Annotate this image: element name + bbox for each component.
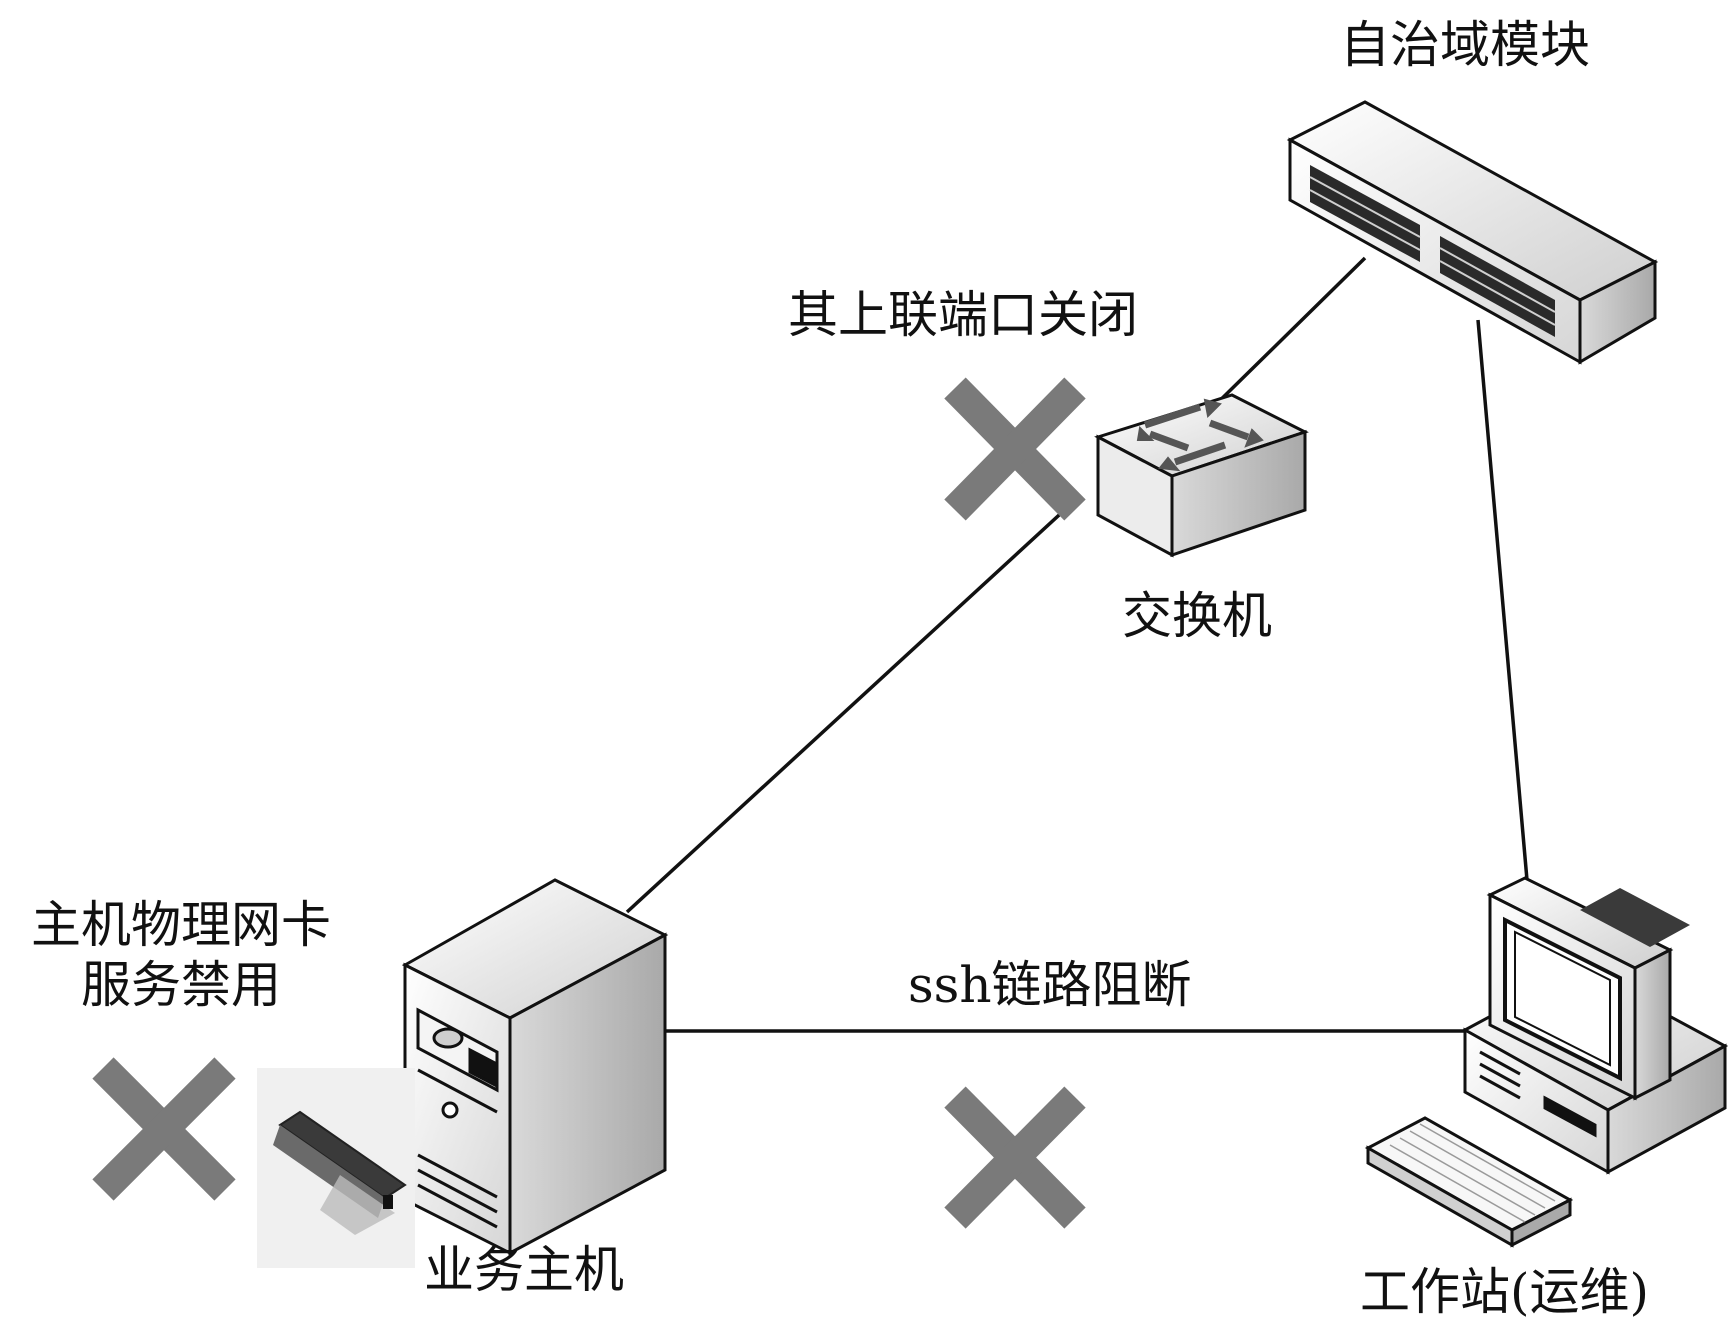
blocked-x-ssh: [944, 1086, 1086, 1229]
nic-disabled-line1: 主机物理网卡: [31, 896, 331, 954]
server-front-detail: [416, 1007, 499, 1229]
blocked-x-nic: [92, 1057, 236, 1201]
uplink-closed-annotation: 其上联端口关闭: [788, 286, 1138, 344]
autonomous-module-label: 自治域模块: [1340, 16, 1590, 74]
business-host-label: 业务主机: [424, 1241, 624, 1299]
link-switch-to-module: [1198, 256, 1367, 422]
patch-panel-icon: [1286, 100, 1659, 365]
ssh-blocked-annotation: ssh链路阻断: [908, 956, 1192, 1014]
server-tower-icon: [401, 878, 669, 1256]
workstation-icon: [1364, 876, 1729, 1248]
link-host-to-switch: [625, 503, 1072, 914]
blocked-x-uplink: [944, 377, 1086, 521]
nic-disabled-annotation: 主机物理网卡 服务禁用: [0, 895, 362, 1015]
workstation-label: 工作站(运维): [1360, 1263, 1650, 1321]
blocked-x-icon: [92, 377, 1086, 1229]
patch-panel-ports: [1310, 165, 1555, 337]
switch-icon: [1094, 393, 1309, 558]
switch-label: 交换机: [1122, 587, 1272, 645]
link-module-to-workstation: [1476, 319, 1529, 881]
nic-disabled-line2: 服务禁用: [81, 956, 281, 1014]
network-card-icon: [257, 1068, 415, 1268]
switch-arrows: [1136, 398, 1264, 472]
links: [625, 256, 1529, 1033]
